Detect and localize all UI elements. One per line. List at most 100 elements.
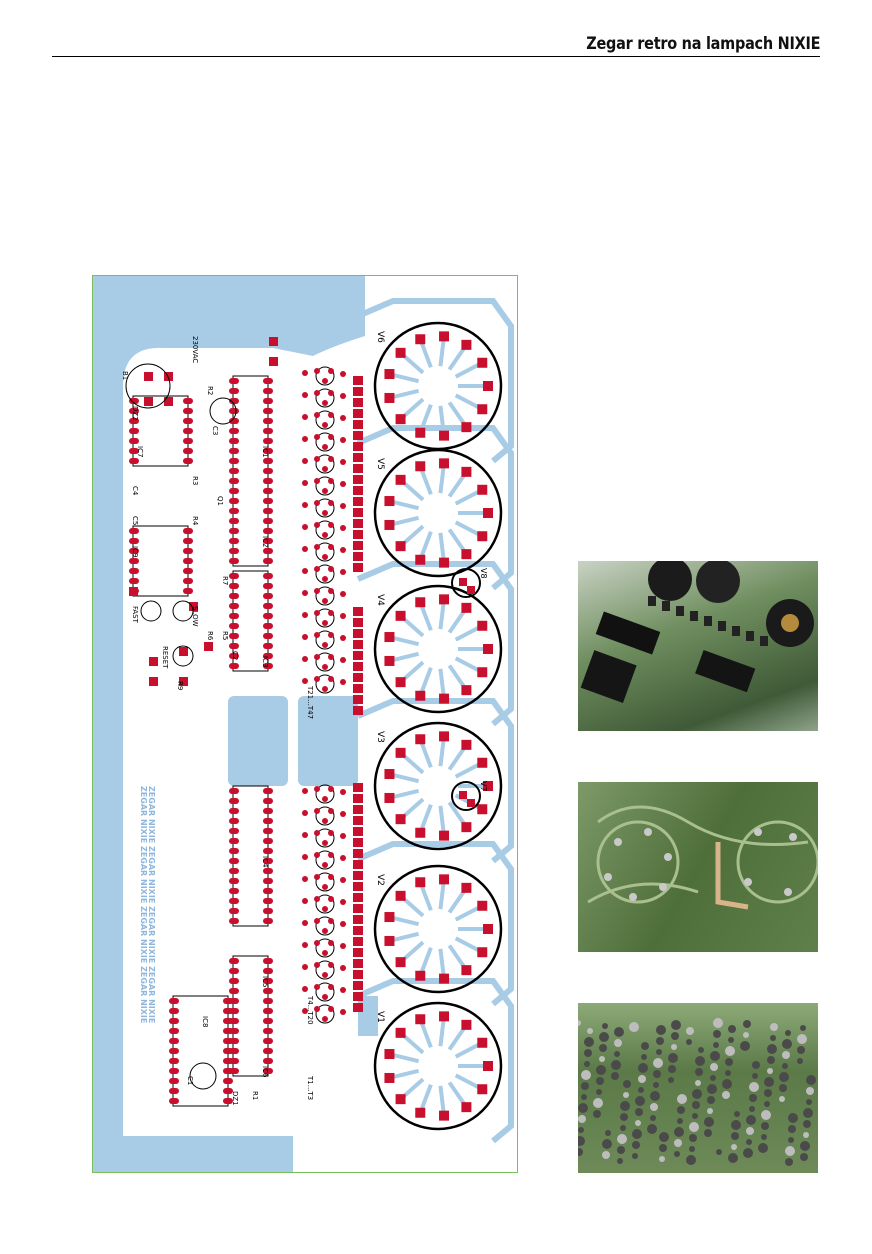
transistor-outline (315, 674, 335, 694)
pad (415, 690, 426, 701)
label-c4: C4 (131, 486, 139, 496)
nixie-tube-outline (373, 584, 503, 714)
pad (314, 412, 320, 418)
pad (340, 679, 346, 685)
solder-joint (584, 1061, 590, 1067)
pad (263, 448, 273, 454)
pad (415, 554, 426, 565)
pad (144, 397, 153, 406)
solder-joint (614, 1027, 624, 1037)
pad (302, 414, 308, 420)
pad (353, 838, 363, 847)
pad (477, 404, 488, 415)
solder-joint (767, 1068, 773, 1074)
solder-joint (677, 1094, 687, 1104)
pad (229, 538, 239, 544)
label-r4: R4 (191, 516, 199, 526)
button-slow (172, 600, 194, 622)
label-r9: R9 (176, 681, 184, 690)
pad (322, 378, 328, 384)
nixie-tube-outline (373, 721, 503, 851)
pad (340, 899, 346, 905)
solder-joint (698, 1047, 704, 1053)
pad (263, 573, 273, 579)
pad (439, 594, 450, 605)
solder-joint (581, 1082, 589, 1090)
nixie-tube-outline (373, 1001, 503, 1131)
solder-joint (752, 1061, 760, 1069)
pad (322, 510, 328, 516)
header-rule (52, 56, 820, 57)
pad (322, 686, 328, 692)
solder-joint (617, 1158, 623, 1164)
pad (229, 968, 239, 974)
pad (439, 331, 450, 342)
pad (263, 538, 273, 544)
solder-joint (710, 1051, 720, 1061)
pad (328, 676, 334, 682)
solder-joint (668, 1065, 676, 1073)
ic-outline (232, 785, 269, 927)
pad (314, 852, 320, 858)
solder-joint (674, 1127, 684, 1137)
pad (169, 1068, 179, 1074)
pad (322, 466, 328, 472)
pad (328, 456, 334, 462)
pad (302, 546, 308, 552)
pad (302, 788, 308, 794)
pad (340, 921, 346, 927)
pad (229, 643, 239, 649)
pad (353, 541, 363, 550)
pad (395, 541, 406, 552)
pad (353, 640, 363, 649)
pad (263, 1048, 273, 1054)
pad (415, 334, 426, 345)
pad (353, 794, 363, 803)
solder-joint (656, 1049, 662, 1055)
pad (229, 918, 239, 924)
pad (229, 488, 239, 494)
label-ic5: IC5 (261, 976, 269, 987)
solder-joint (623, 1080, 631, 1088)
pad (322, 532, 328, 538)
label-r2: R2 (206, 386, 214, 395)
solder-joint (779, 1084, 787, 1092)
pad (314, 962, 320, 968)
solder-joint (635, 1096, 645, 1106)
pad (129, 558, 139, 564)
solder-joint (674, 1151, 680, 1157)
pad (229, 603, 239, 609)
pad (302, 810, 308, 816)
pad (328, 852, 334, 858)
pad (223, 1018, 233, 1024)
pad (183, 588, 193, 594)
pad (229, 458, 239, 464)
pad (169, 1008, 179, 1014)
pad (229, 798, 239, 804)
photo-detail (587, 805, 818, 910)
pad (384, 935, 395, 946)
pad (129, 528, 139, 534)
pad (461, 602, 472, 613)
pad (353, 970, 363, 979)
neon-label: V8 (479, 568, 488, 579)
pad (353, 651, 363, 660)
label-t1: T1...T3 (306, 1075, 314, 1100)
solder-joint (761, 1122, 769, 1130)
pad (353, 673, 363, 682)
pad (229, 518, 239, 524)
pad (164, 397, 173, 406)
solder-joint (632, 1129, 642, 1139)
solder-joint (713, 1018, 723, 1028)
pad (461, 422, 472, 433)
pad (129, 428, 139, 434)
label-ic8: IC8 (201, 1016, 209, 1027)
photo-solder-side-repair (578, 782, 818, 952)
solder-joint (677, 1118, 683, 1124)
pad (322, 598, 328, 604)
pad (483, 781, 493, 791)
pad (322, 642, 328, 648)
label-t21: T21...T47 (306, 685, 314, 719)
pad (461, 739, 472, 750)
pad (302, 392, 308, 398)
